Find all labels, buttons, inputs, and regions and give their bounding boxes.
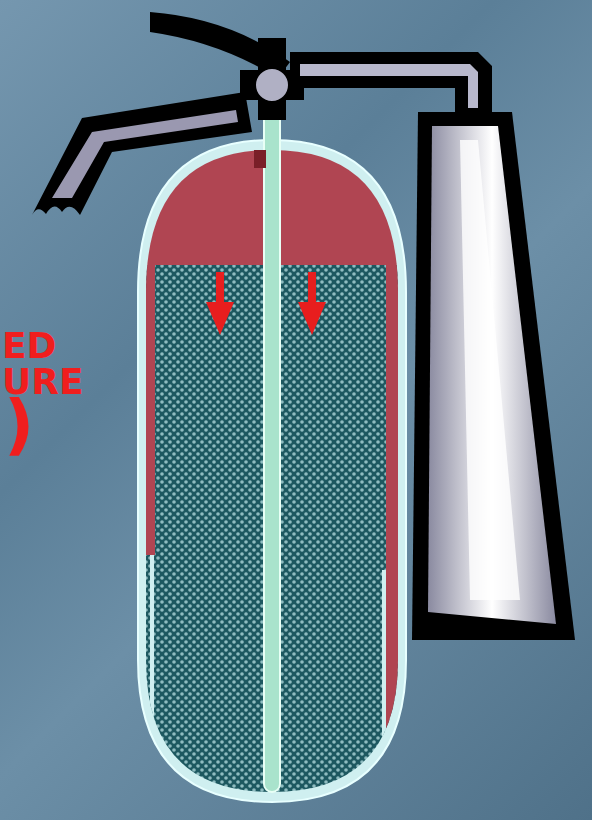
pressure-arrows [206,272,326,335]
gas-gap [146,265,155,555]
hose-arm-face [300,64,478,108]
gas-gap [386,265,400,785]
lever-face [52,110,238,198]
caption-fragment: ) [4,392,34,458]
discharge-horn [412,112,575,640]
tube-collar [254,150,266,168]
hose-arm [290,52,492,120]
lever [32,92,252,215]
horn-highlight [460,140,520,600]
caption-fragment: ED [2,328,56,364]
discharge-horn-face [428,126,556,624]
shell-line [382,570,386,785]
shell-line [150,555,154,785]
syphon-tube [264,112,280,792]
valve-knob [254,67,290,103]
